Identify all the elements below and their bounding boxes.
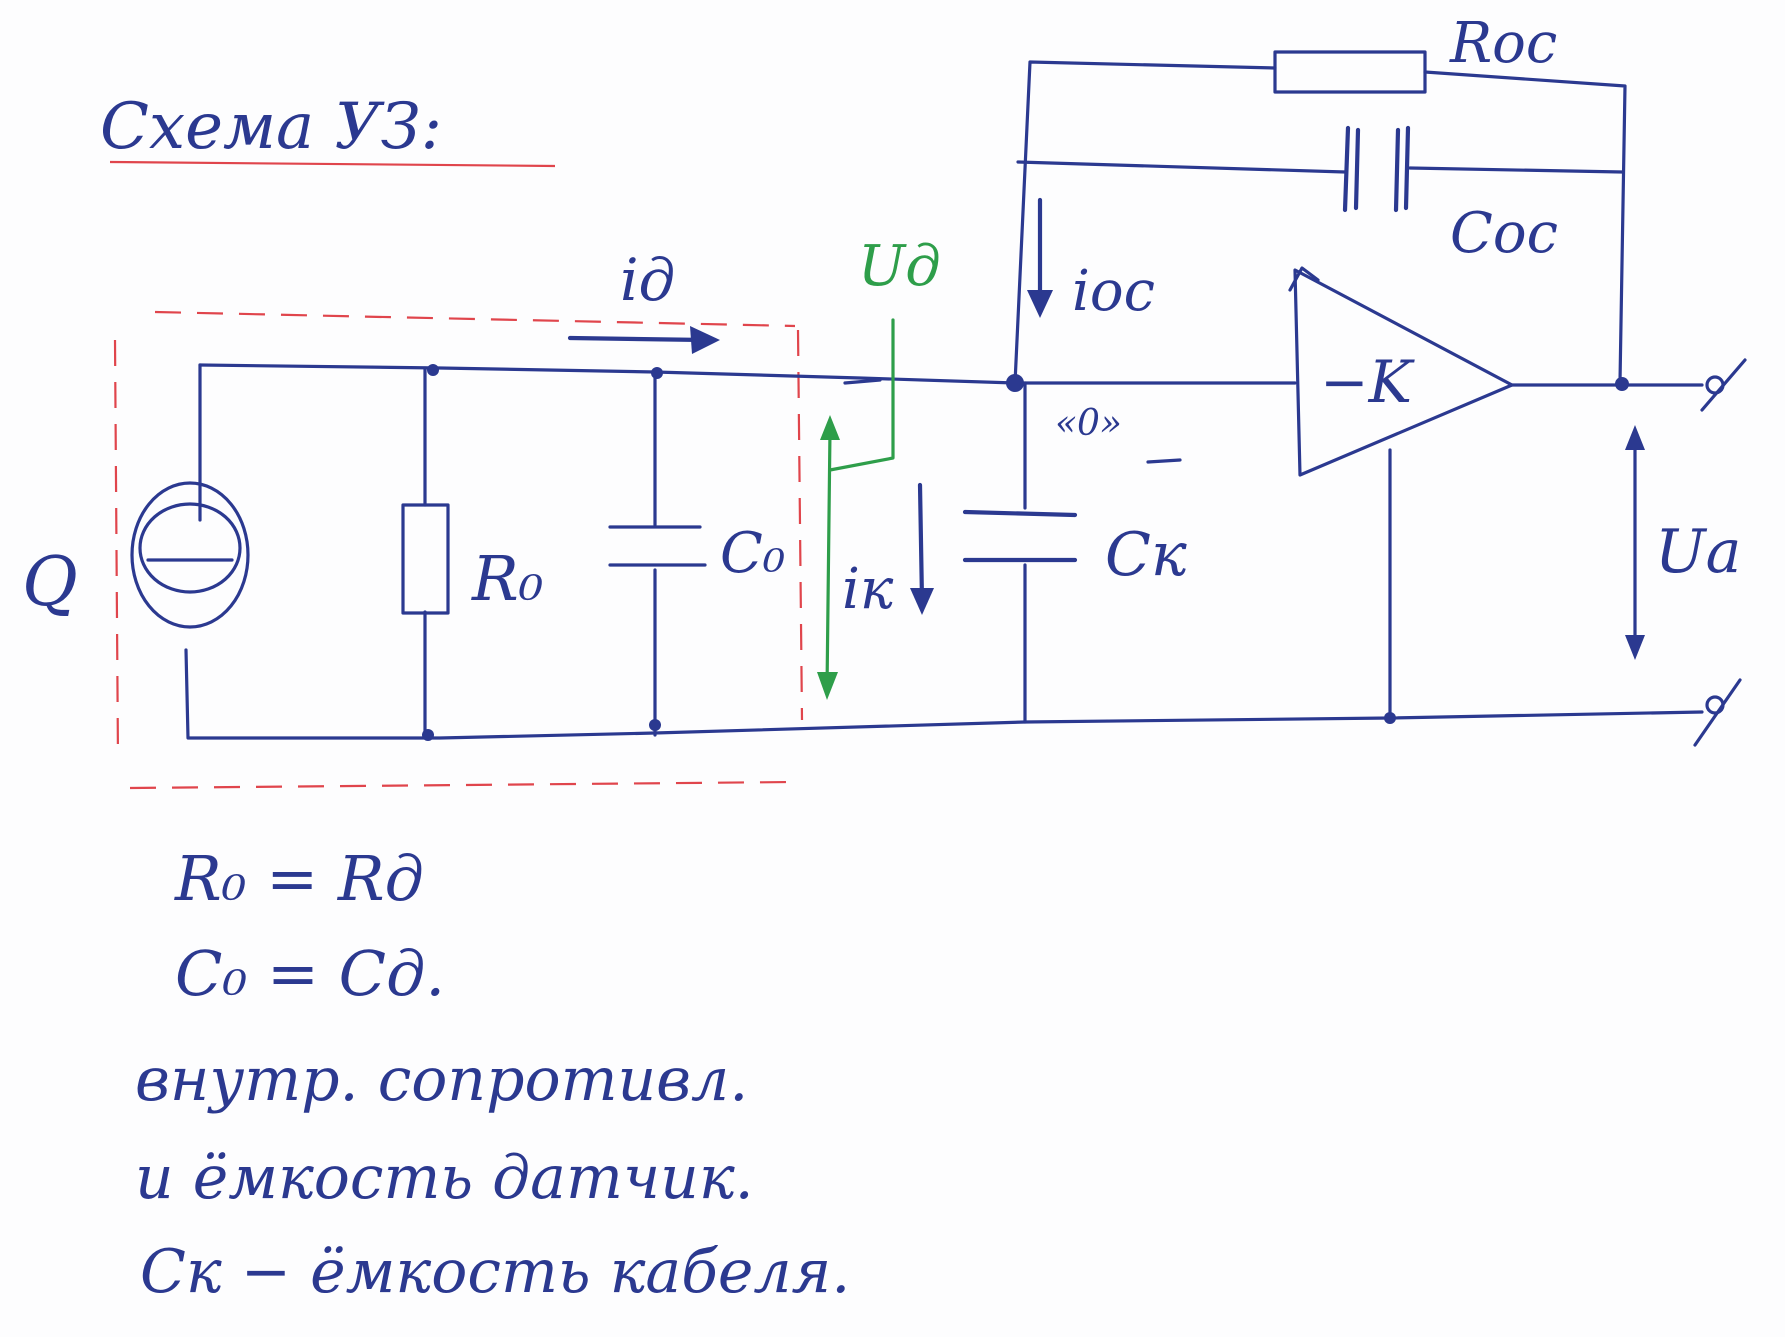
title-underline [109,160,556,168]
ck-label: Cк [1105,520,1187,590]
input-tick [843,378,882,385]
u-d-voltage-arrow [817,318,895,700]
cable-current-arrow [910,482,934,615]
c0-label: C₀ [720,521,785,586]
note-line-4: и ёмкость датчик. [135,1143,754,1213]
note-line-5: Cк − ёмкость кабеля. [140,1237,850,1307]
output-voltage-arrow [1625,425,1645,660]
coc-label: Coc [1450,201,1558,266]
capacitor-coc [1342,125,1411,213]
sensor-boundary-box [113,310,804,790]
capacitor-c0 [608,525,707,567]
i-d-label: iд [620,246,675,314]
i-oc-label: ioc [1072,259,1155,324]
amplifier-gain-label: −K [1320,348,1416,416]
note-line-3: внутр. сопротивл. [135,1045,748,1115]
u-out-label: Uа [1655,517,1741,587]
main-wires [184,60,1704,740]
roc-label: Roc [1449,11,1557,76]
resistor-roc [1273,50,1427,94]
source-label: Q [22,543,78,622]
note-line-1: R₀ = Rд [174,842,424,915]
i-k-label: iк [842,557,894,622]
zero-node-label: «0» [1055,403,1122,444]
r0-label: R₀ [471,542,544,615]
diagram-title: Схема УЗ: [100,90,442,164]
notes-block: R₀ = Rд C₀ = Cд. внутр. сопротивл. и ёмк… [135,842,850,1307]
zero-node-ground-tick [1146,458,1182,464]
junction-dots [422,364,1629,741]
output-terminals [1693,358,1747,747]
amplifier-triangle [1288,266,1514,477]
current-source-symbol [130,481,250,629]
note-line-2: C₀ = Cд. [175,937,445,1010]
u-d-label: Uд [858,234,941,299]
feedback-current-arrow [1027,197,1053,318]
input-current-arrow [567,326,720,354]
capacitor-ck [962,509,1078,563]
resistor-r0 [401,503,450,615]
